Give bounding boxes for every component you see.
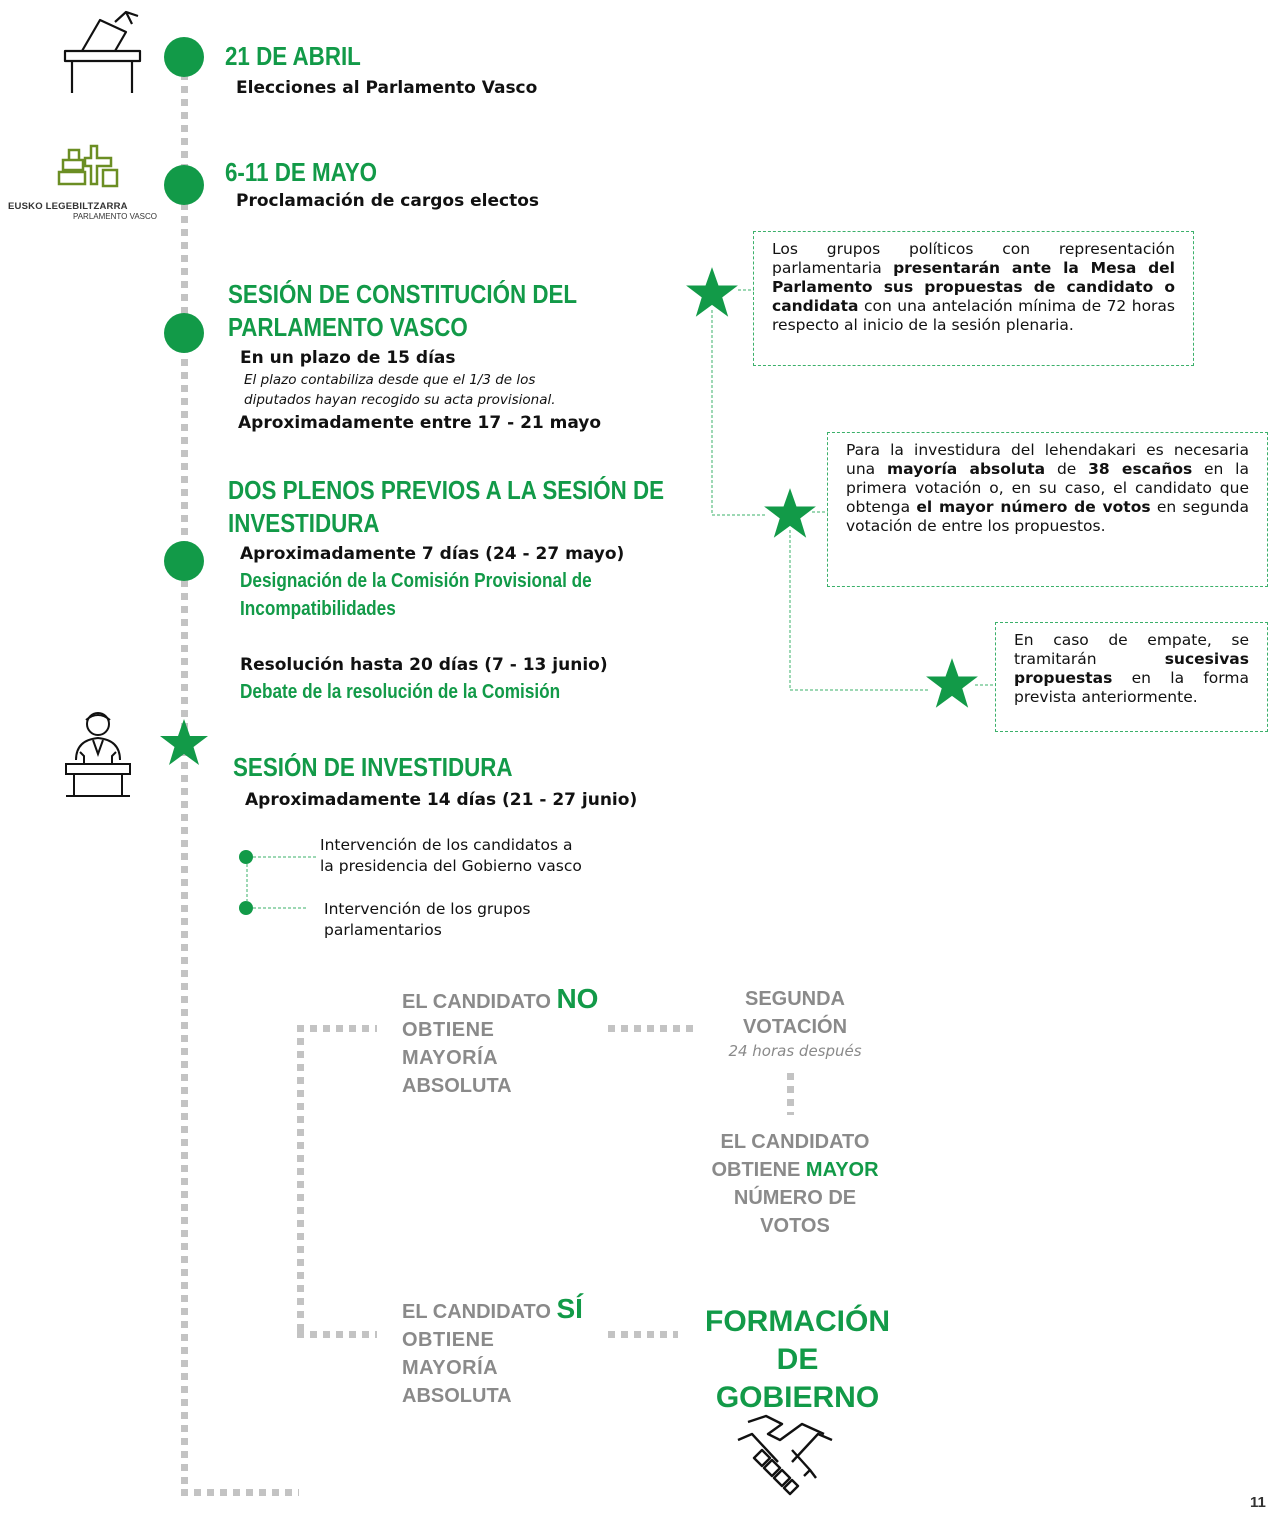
box3-bold-1: sucesivas propuestas [1014, 650, 1249, 687]
mayor-obtiene: OBTIENE [711, 1159, 806, 1181]
ballot-box-icon [63, 10, 142, 93]
speaker-podium-icon [65, 712, 131, 797]
logo-line2: PARLAMENTO VASCO [72, 212, 157, 221]
star-icon [686, 267, 738, 317]
subitem-2-line2: parlamentarios [324, 921, 442, 939]
outcome-no-text: EL CANDIDATO [402, 991, 557, 1013]
subitem-2-line1: Intervención de los grupos [324, 900, 531, 918]
outcome-si-line3: ABSOLUTA [402, 1385, 512, 1407]
step3-approx: Aproximadamente entre 17 - 21 mayo [238, 413, 602, 433]
box2-bold-2: 38 escaños [1088, 460, 1193, 478]
branch-vertical-line [297, 1025, 304, 1337]
outcome-si-line2: OBTIENE MAYORÍA [402, 1329, 499, 1379]
outcome-si-text: EL CANDIDATO [402, 1301, 557, 1323]
timeline-dot-1 [164, 37, 204, 77]
step4-title-2: INVESTIDURA [228, 508, 380, 538]
step4-comision-1: Designación de la Comisión Provisional d… [240, 570, 592, 592]
step4-approx: Aproximadamente 7 días (24 - 27 mayo) [240, 544, 625, 564]
subitem-1-line1: Intervención de los candidatos a [320, 836, 573, 854]
page-number: 11 [1250, 1494, 1266, 1511]
outcome-no-line1: EL CANDIDATO NO [402, 985, 598, 1016]
segunda-to-mayor-line [787, 1073, 794, 1115]
box2-text-3: en la primera votación o, en su caso, el… [846, 460, 1249, 516]
step3-title-1: SESIÓN DE CONSTITUCIÓN DEL [228, 279, 578, 309]
step2-desc: Proclamación de cargos electos [236, 191, 540, 211]
box2-text-1: Para la investidura del lehendakari es n… [846, 441, 1249, 478]
mayor-word: MAYOR [805, 1159, 879, 1181]
box1-text-2: con una antelación mínima de 72 horas re… [772, 297, 1175, 334]
outcome-mayor: EL CANDIDATO OBTIENE MAYOR NÚMERO DE VOT… [700, 1128, 890, 1240]
outcome-si-word: SÍ [556, 1293, 583, 1324]
step3-plazo: En un plazo de 15 días [240, 348, 456, 368]
branch-bottom-line [181, 1489, 299, 1496]
parliament-logo: EUSKO LEGEBILTZARRA PARLAMENTO VASCO [5, 140, 175, 221]
mayor-line4: VOTOS [760, 1215, 830, 1237]
step5-approx: Aproximadamente 14 días (21 - 27 junio) [245, 790, 638, 810]
box2-text-4: en segunda votación de entre los propues… [846, 498, 1249, 535]
formacion-line2: GOBIERNO [715, 1381, 880, 1414]
timeline-dot-4 [164, 541, 204, 581]
outcome-si-line1: EL CANDIDATO SÍ [402, 1295, 592, 1326]
outcome-no-line2: OBTIENE MAYORÍA [402, 1019, 499, 1069]
step3-title-2: PARLAMENTO VASCO [228, 312, 468, 342]
outcome-si: EL CANDIDATO SÍ OBTIENE MAYORÍA ABSOLUTA [402, 1295, 592, 1410]
handshake-icon [737, 1414, 833, 1496]
branch-no-line [297, 1025, 377, 1032]
box2-bold-1: mayoría absoluta [886, 460, 1046, 478]
outcome-no-line3: ABSOLUTA [402, 1075, 512, 1097]
formacion-gobierno: FORMACIÓN DE GOBIERNO [690, 1303, 905, 1417]
box3-text-2: en la forma prevista anteriormente. [1014, 669, 1249, 706]
star-icon [160, 719, 208, 765]
box1-bold-1: presentarán ante la Mesa del Parlamento … [772, 259, 1175, 315]
mayor-line1: EL CANDIDATO [720, 1131, 870, 1153]
subitem-dot-1 [239, 850, 253, 864]
segunda-line1: SEGUNDA [744, 988, 845, 1010]
timeline-line [181, 60, 188, 1492]
star-icon [764, 488, 816, 538]
subitem-1-line2: la presidencia del Gobierno vasco [320, 857, 582, 875]
step5-title: SESIÓN DE INVESTIDURA [233, 752, 513, 782]
step2-date: 6-11 DE MAYO [225, 157, 378, 187]
parliament-logo-icon [57, 144, 119, 188]
info-box-empate: En caso de empate, se tramitarán sucesiv… [995, 622, 1268, 732]
subitem-connectors [246, 856, 316, 909]
outcome-no: EL CANDIDATO NO OBTIENE MAYORÍA ABSOLUTA [402, 985, 598, 1100]
box3-text-1: En caso de empate, se tramitarán [1014, 631, 1249, 668]
outcome-no-word: NO [556, 983, 599, 1014]
no-to-segunda-line [608, 1025, 698, 1032]
timeline-dot-3 [164, 313, 204, 353]
formacion-line1: FORMACIÓN DE [705, 1305, 890, 1376]
timeline-dot-2 [164, 165, 204, 205]
box1-text-1: Los grupos políticos con representación … [772, 240, 1175, 277]
segunda-line3: 24 horas después [728, 1042, 862, 1060]
box2-text-2: de [1045, 460, 1089, 478]
si-to-formacion-line [608, 1331, 678, 1338]
mayor-line3: NÚMERO DE [733, 1187, 857, 1209]
info-box-mayoria: Para la investidura del lehendakari es n… [827, 432, 1268, 587]
step1-date: 21 DE ABRIL [225, 41, 361, 71]
star-icon [926, 658, 978, 708]
step4-comision-2: Incompatibilidades [240, 598, 396, 620]
box2-bold-3: el mayor número de votos [916, 498, 1151, 516]
step4-title-1: DOS PLENOS PREVIOS A LA SESIÓN DE [228, 475, 665, 505]
step4-resolucion: Resolución hasta 20 días (7 - 13 junio) [240, 655, 608, 675]
step3-note-2: diputados hayan recogido su acta provisi… [244, 392, 556, 408]
segunda-line2: VOTACIÓN [742, 1016, 848, 1038]
mayor-line2: OBTIENE MAYOR [700, 1156, 890, 1184]
logo-line1: EUSKO LEGEBILTZARRA [8, 201, 128, 212]
subitem-dot-2 [239, 901, 253, 915]
step1-desc: Elecciones al Parlamento Vasco [236, 78, 538, 98]
info-box-candidaturas: Los grupos políticos con representación … [753, 231, 1194, 366]
box-connectors [711, 289, 995, 691]
step4-debate: Debate de la resolución de la Comisión [240, 681, 561, 703]
branch-si-line [297, 1331, 377, 1338]
segunda-votacion: SEGUNDA VOTACIÓN 24 horas después [700, 985, 890, 1061]
step3-note-1: El plazo contabiliza desde que el 1/3 de… [244, 372, 536, 388]
